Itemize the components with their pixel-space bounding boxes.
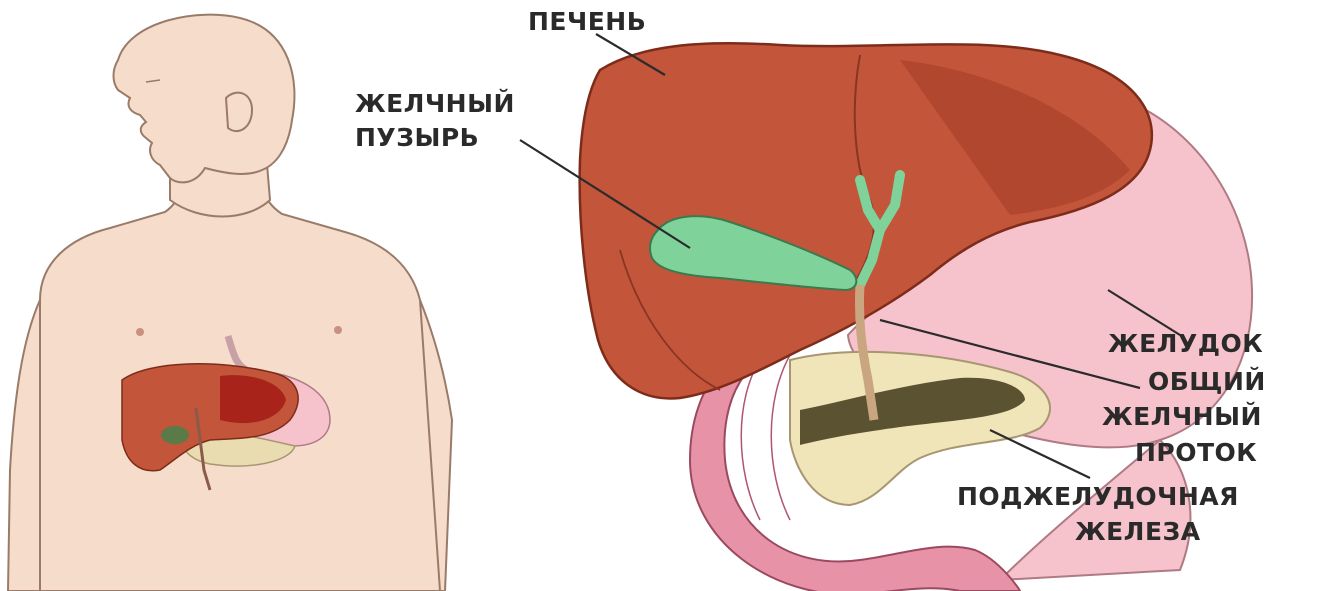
label-bile-duct-3: ПРОТОК xyxy=(1135,438,1257,467)
label-pancreas-2: ЖЕЛЕЗА xyxy=(1075,517,1201,546)
left-nipple xyxy=(136,328,144,336)
label-gallbladder-2: ПУЗЫРЬ xyxy=(355,123,479,152)
label-bile-duct-1: ОБЩИЙ xyxy=(1148,367,1266,396)
duodenum-folds xyxy=(741,355,790,520)
label-liver: ПЕЧЕНЬ xyxy=(528,7,646,36)
label-gallbladder-1: ЖЕЛЧНЫЙ xyxy=(355,89,515,118)
left-arm xyxy=(8,300,40,591)
head xyxy=(114,15,295,183)
label-stomach: ЖЕЛУДОК xyxy=(1108,329,1263,358)
right-nipple xyxy=(334,326,342,334)
ear xyxy=(226,93,252,131)
label-bile-duct-2: ЖЕЛЧНЫЙ xyxy=(1102,402,1262,431)
small-gallbladder xyxy=(161,426,189,444)
label-pancreas-1: ПОДЖЕЛУДОЧНАЯ xyxy=(957,482,1239,511)
